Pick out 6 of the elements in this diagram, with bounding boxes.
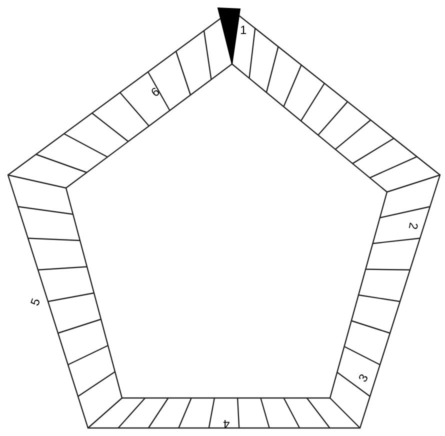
cell-number: 5 [28, 296, 42, 308]
cell-number: 4 [223, 418, 230, 430]
cell-number: 1 [240, 24, 247, 36]
cell-number: 2 [406, 222, 420, 230]
cell-number: 3 [356, 372, 370, 384]
cell-number: 6 [149, 85, 162, 99]
